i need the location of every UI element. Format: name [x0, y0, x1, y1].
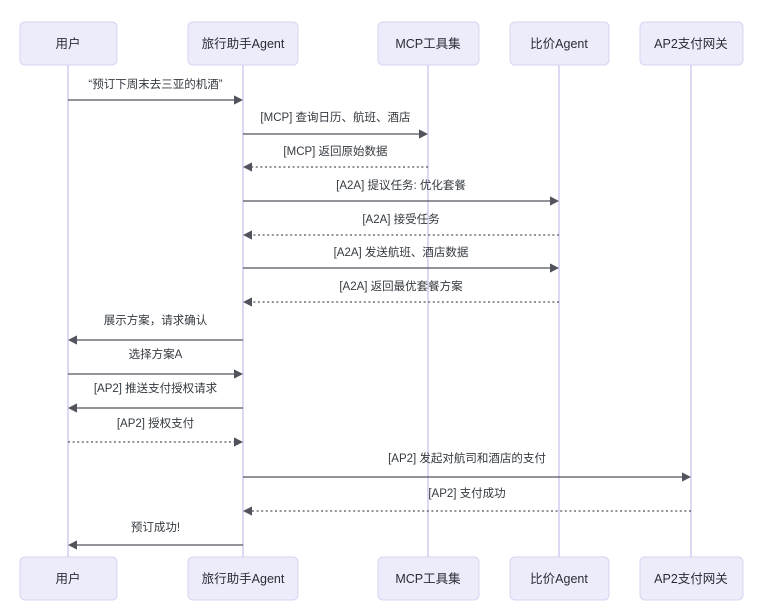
participant-label-ap2: AP2支付网关	[654, 572, 728, 586]
message-14-agent-to-user[interactable]: 预订成功!	[68, 521, 243, 550]
participant-label-pricing: 比价Agent	[530, 37, 588, 51]
participant-box-user	[19, 21, 118, 66]
message-2-agent-to-mcp[interactable]: [MCP] 查询日历、航班、酒店	[243, 110, 428, 139]
participant-box-pricing	[509, 21, 610, 66]
message-9-user-to-agent[interactable]: 选择方案A	[68, 347, 243, 379]
participant-agent-footer[interactable]: 旅行助手Agent	[187, 556, 299, 601]
participant-box-ap2	[639, 21, 744, 66]
participant-label-user: 用户	[55, 36, 80, 51]
participant-box-mcp	[377, 556, 480, 601]
message-12-agent-to-ap2[interactable]: [AP2] 发起对航司和酒店的支付	[243, 451, 691, 482]
message-label: 选择方案A	[129, 347, 183, 361]
message-label: [A2A] 提议任务: 优化套餐	[336, 178, 466, 192]
message-5-pricing-to-agent[interactable]: [A2A] 接受任务	[243, 212, 559, 240]
participant-box-mcp	[377, 21, 480, 66]
arrow-head	[234, 369, 243, 379]
participant-box-agent	[187, 556, 299, 601]
participant-label-user: 用户	[55, 571, 80, 586]
participant-label-ap2: AP2支付网关	[654, 37, 728, 51]
message-label: 预订成功!	[131, 521, 180, 534]
arrow-head	[550, 263, 559, 273]
arrow-head	[550, 196, 559, 206]
message-label: 展示方案，请求确认	[104, 313, 208, 327]
arrow-head	[243, 162, 252, 172]
arrow-head	[234, 95, 243, 105]
participant-label-mcp: MCP工具集	[395, 36, 461, 51]
message-6-agent-to-pricing[interactable]: [A2A] 发送航班、酒店数据	[243, 245, 559, 273]
message-3-mcp-to-agent[interactable]: [MCP] 返回原始数据	[243, 144, 428, 172]
participant-box-pricing	[509, 556, 610, 601]
participant-pricing-header[interactable]: 比价Agent	[509, 21, 610, 66]
participant-ap2-header[interactable]: AP2支付网关	[639, 21, 744, 66]
message-label: “预订下周末去三亚的机酒”	[88, 77, 222, 91]
message-label: [A2A] 返回最优套餐方案	[339, 279, 463, 293]
arrow-head	[243, 506, 252, 516]
message-label: [A2A] 接受任务	[362, 212, 440, 226]
participant-box-agent	[187, 21, 299, 66]
participant-label-pricing: 比价Agent	[530, 572, 588, 586]
participant-mcp-header[interactable]: MCP工具集	[377, 21, 480, 66]
message-13-ap2-to-agent[interactable]: [AP2] 支付成功	[243, 487, 691, 516]
participant-box-ap2	[639, 556, 744, 601]
participant-user-header[interactable]: 用户	[19, 21, 118, 66]
participant-ap2-footer[interactable]: AP2支付网关	[639, 556, 744, 601]
arrow-head	[234, 437, 243, 447]
message-label: [AP2] 发起对航司和酒店的支付	[388, 451, 546, 465]
message-label: [MCP] 返回原始数据	[283, 144, 388, 158]
participant-footer-layer: 用户 旅行助手Agent MCP工具集 比价Agent AP2支付网关	[19, 556, 744, 601]
message-label: [AP2] 授权支付	[117, 416, 194, 430]
participant-box-user	[19, 556, 118, 601]
participant-label-mcp: MCP工具集	[395, 571, 461, 586]
arrow-head	[68, 403, 77, 413]
participant-mcp-footer[interactable]: MCP工具集	[377, 556, 480, 601]
lifelines-layer	[67, 65, 692, 557]
participant-header-layer: 用户 旅行助手Agent MCP工具集 比价Agent AP2支付网关	[19, 21, 744, 66]
participant-label-agent: 旅行助手Agent	[202, 572, 285, 586]
message-label: [MCP] 查询日历、航班、酒店	[260, 110, 410, 124]
message-8-agent-to-user[interactable]: 展示方案，请求确认	[68, 313, 243, 345]
message-4-agent-to-pricing[interactable]: [A2A] 提议任务: 优化套餐	[243, 178, 559, 206]
arrow-head	[68, 540, 77, 550]
message-label: [AP2] 推送支付授权请求	[94, 381, 218, 395]
message-1-user-to-agent[interactable]: “预订下周末去三亚的机酒”	[68, 77, 243, 105]
message-11-user-to-agent[interactable]: [AP2] 授权支付	[68, 416, 243, 447]
participant-pricing-footer[interactable]: 比价Agent	[509, 556, 610, 601]
messages-layer: “预订下周末去三亚的机酒” [MCP] 查询日历、航班、酒店 [MCP] 返回原始数…	[68, 77, 691, 550]
arrow-head	[68, 335, 77, 345]
arrow-head	[243, 297, 252, 307]
message-7-pricing-to-agent[interactable]: [A2A] 返回最优套餐方案	[243, 279, 559, 307]
participant-label-agent: 旅行助手Agent	[202, 37, 285, 51]
message-label: [AP2] 支付成功	[428, 487, 505, 500]
arrow-head	[682, 472, 691, 482]
message-10-agent-to-user[interactable]: [AP2] 推送支付授权请求	[68, 381, 243, 413]
participant-user-footer[interactable]: 用户	[19, 556, 118, 601]
arrow-head	[419, 129, 428, 139]
participant-agent-header[interactable]: 旅行助手Agent	[187, 21, 299, 66]
arrow-head	[243, 230, 252, 240]
message-label: [A2A] 发送航班、酒店数据	[334, 245, 469, 259]
